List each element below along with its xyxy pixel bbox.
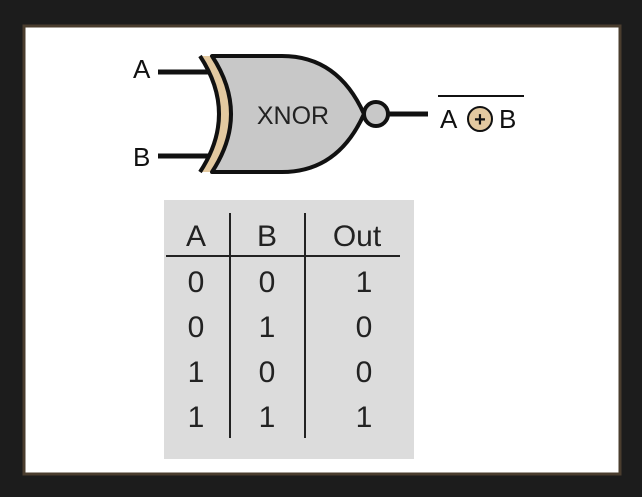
table-row-2-b: 1 bbox=[259, 311, 276, 344]
table-row-3-out: 0 bbox=[356, 356, 373, 389]
xnor-gate-body bbox=[210, 54, 366, 174]
table-row-1-out: 1 bbox=[356, 266, 373, 299]
header-out: Out bbox=[333, 220, 382, 253]
xor-input-band bbox=[200, 56, 231, 172]
truth-table-background bbox=[164, 200, 414, 459]
truth-table: A B Out 0 0 1 0 1 0 1 0 0 1 1 1 bbox=[164, 200, 414, 459]
inversion-bubble bbox=[362, 100, 390, 128]
xor-back-curve bbox=[198, 54, 221, 174]
table-row-4-a: 1 bbox=[188, 401, 205, 434]
table-row-3-a: 1 bbox=[188, 356, 205, 389]
table-row-2-a: 0 bbox=[188, 311, 205, 344]
table-row-4-b: 1 bbox=[259, 401, 276, 434]
output-expr-a: A bbox=[440, 104, 458, 134]
table-row-2-out: 0 bbox=[356, 311, 373, 344]
header-a: A bbox=[186, 220, 206, 253]
table-row-1-a: 0 bbox=[188, 266, 205, 299]
output-expr-b: B bbox=[499, 104, 516, 134]
table-row-1-b: 0 bbox=[259, 266, 276, 299]
table-row-3-b: 0 bbox=[259, 356, 276, 389]
input-a-label: A bbox=[133, 54, 151, 84]
xor-operator-circle bbox=[467, 106, 493, 132]
xor-operator-sign: + bbox=[474, 109, 486, 131]
header-b: B bbox=[257, 220, 277, 253]
gate-name-label: XNOR bbox=[257, 102, 329, 130]
input-b-label: B bbox=[133, 142, 150, 172]
table-row-4-out: 1 bbox=[356, 401, 373, 434]
